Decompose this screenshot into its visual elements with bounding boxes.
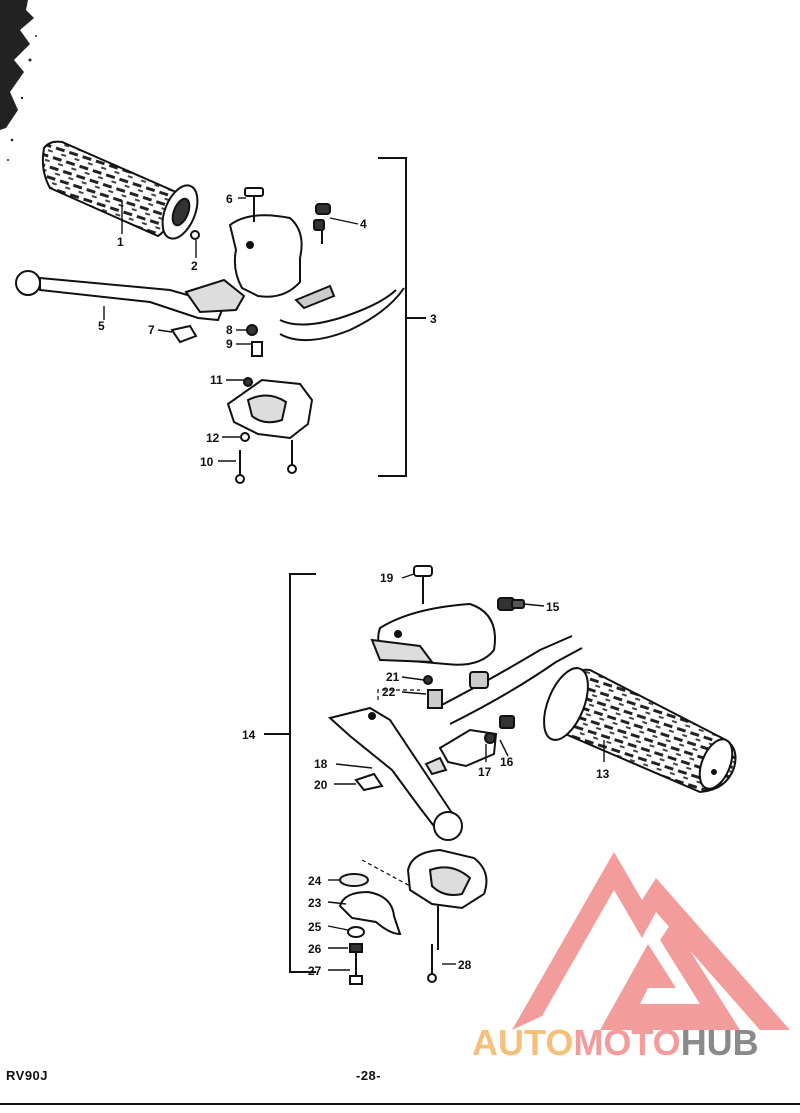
brake-lever-part [327, 706, 463, 841]
stop-switch-part [338, 873, 402, 985]
lever-holder-upper-part [184, 214, 303, 314]
brake-cable-part [435, 635, 573, 709]
lower-assembly [264, 565, 737, 985]
brake-lever-holder-upper-part [370, 602, 496, 666]
label-part-7: 7 [148, 323, 155, 337]
pivot-bolt-part [413, 565, 433, 604]
label-part-4: 4 [360, 217, 367, 231]
spring-part [251, 341, 263, 357]
label-part-23: 23 [308, 896, 322, 910]
label-part-22: 22 [382, 685, 396, 699]
brake-lever-holder-lower-part [406, 848, 488, 910]
watermark-text: AUTOMOTOHUB [472, 1022, 759, 1064]
watermark-moto: MOTO [573, 1022, 681, 1063]
label-part-27: 27 [308, 964, 322, 978]
watermark-auto: AUTO [472, 1022, 574, 1063]
label-part-12: 12 [206, 431, 220, 445]
label-part-14: 14 [242, 728, 256, 742]
label-part-6: 6 [226, 192, 233, 206]
clamp-bolt-part [427, 906, 439, 983]
upper-leader-lines [103, 197, 359, 462]
right-grip-part [543, 667, 737, 794]
brake-switch-part [497, 597, 525, 611]
assembly-bracket [289, 573, 316, 973]
label-part-25: 25 [308, 920, 322, 934]
label-part-26: 26 [308, 942, 322, 956]
label-part-17: 17 [478, 765, 492, 779]
label-part-10: 10 [200, 455, 214, 469]
label-part-3: 3 [430, 312, 437, 326]
label-part-5: 5 [98, 319, 105, 333]
clutch-cable-part [279, 289, 397, 326]
lower-part-labels: 13 14 15 16 17 18 19 20 21 22 23 24 25 2… [242, 571, 610, 978]
pivot-bolt-part [244, 187, 264, 222]
label-part-20: 20 [314, 778, 328, 792]
model-code: RV90J [6, 1068, 49, 1083]
label-part-9: 9 [226, 337, 233, 351]
watermark-hub: HUB [680, 1022, 759, 1063]
nut-part [423, 675, 433, 685]
assembly-bracket [378, 157, 407, 477]
upper-assembly [15, 140, 426, 484]
label-part-15: 15 [546, 600, 560, 614]
automotohub-logo-icon [512, 852, 790, 1030]
label-part-24: 24 [308, 874, 322, 888]
label-part-16: 16 [500, 755, 514, 769]
washer-part [240, 432, 250, 442]
spacer-part [354, 772, 384, 792]
screw-part [190, 230, 200, 240]
label-part-11: 11 [210, 373, 223, 387]
cable-adjuster-part [313, 203, 331, 244]
label-part-8: 8 [226, 323, 233, 337]
spacer-part [170, 324, 198, 344]
switch-bracket-part [424, 715, 515, 776]
clutch-lever-part [15, 270, 224, 322]
adjuster-part [469, 671, 489, 689]
clamp-bolt-part [235, 440, 297, 484]
upper-part-labels: 1 2 3 4 5 6 7 8 9 10 11 12 [98, 192, 437, 469]
label-part-21: 21 [386, 670, 400, 684]
page-number: -28- [356, 1068, 382, 1083]
spring-part [427, 689, 443, 709]
label-part-28: 28 [458, 958, 472, 972]
left-grip-part [41, 140, 199, 240]
label-part-13: 13 [596, 767, 610, 781]
lever-holder-lower-part [226, 377, 314, 440]
nut-part [246, 324, 258, 336]
label-part-1: 1 [117, 235, 124, 249]
lower-leader-lines [327, 573, 605, 971]
scan-noise [0, 0, 37, 161]
label-part-2: 2 [191, 259, 198, 273]
label-part-18: 18 [314, 757, 328, 771]
label-part-19: 19 [380, 571, 394, 585]
